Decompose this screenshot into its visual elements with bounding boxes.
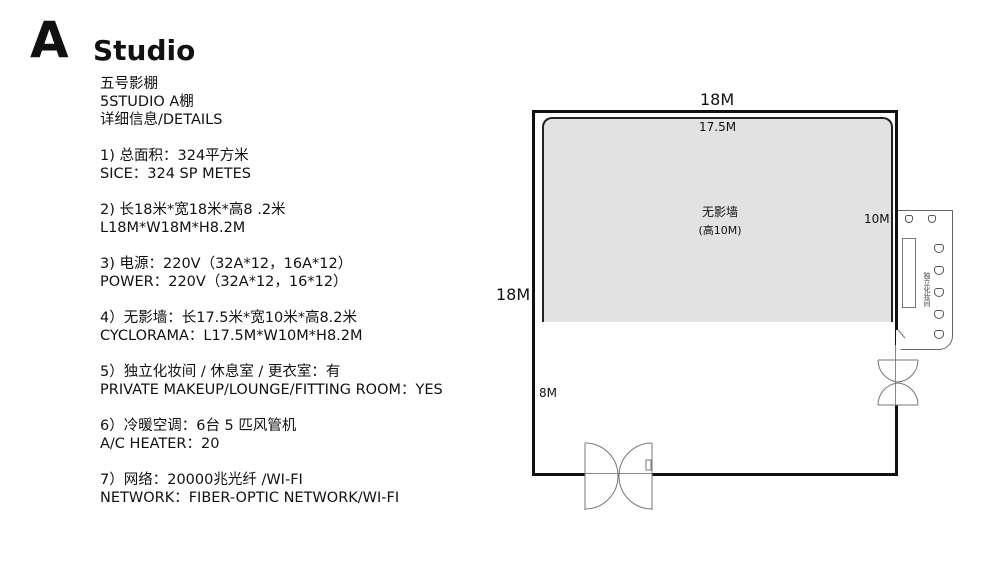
detail-cn: 7）网络：20000兆光纤 /WI-FI	[100, 472, 303, 488]
remaining-depth-label: 8M	[539, 386, 557, 400]
studio-name-cn: 五号影棚	[100, 76, 158, 92]
detail-cn: 3) 电源：220V（32A*12，16A*12）	[100, 256, 353, 272]
detail-en: PRIVATE MAKEUP/LOUNGE/FITTING ROOM：YES	[100, 382, 443, 398]
chair-icon	[934, 266, 944, 275]
detail-item: 3) 电源：220V（32A*12，16A*12） POWER：220V（32A…	[100, 255, 443, 291]
detail-cn: 5）独立化妆间 / 休息室 / 更衣室：有	[100, 364, 341, 380]
detail-en: SICE：324 SP METES	[100, 166, 252, 182]
makeup-room-annex	[898, 210, 953, 350]
details-label: 详细信息/DETAILS	[100, 112, 223, 128]
detail-en: NETWORK：FIBER-OPTIC NETWORK/WI-FI	[100, 490, 400, 506]
studio-name-en: 5STUDIO A棚	[100, 94, 194, 110]
detail-item: 6）冷暖空调：6台 5 匹风管机 A/C HEATER：20	[100, 417, 443, 453]
detail-item: 2) 长18米*宽18米*高8 .2米 L18M*W18M*H8.2M	[100, 201, 443, 237]
cyc-width-label: 17.5M	[699, 120, 737, 134]
cyc-depth-label: 10M	[864, 212, 890, 226]
cyclorama-area	[542, 117, 893, 322]
chair-icon	[934, 310, 944, 319]
title-letter: A	[30, 11, 69, 69]
sink-icon	[928, 215, 936, 223]
top-width-label: 18M	[700, 90, 735, 109]
chair-icon	[934, 288, 944, 297]
right-door-icon	[877, 359, 919, 406]
detail-item: 7）网络：20000兆光纤 /WI-FI NETWORK：FIBER-OPTIC…	[100, 471, 443, 507]
cyc-height: (高10M)	[698, 224, 742, 237]
annex-partition	[902, 238, 916, 308]
detail-cn: 6）冷暖空调：6台 5 匹风管机	[100, 418, 297, 434]
details-panel: 五号影棚 5STUDIO A棚 详细信息/DETAILS 1) 总面积：324平…	[100, 75, 443, 525]
detail-item: 1) 总面积：324平方米 SICE：324 SP METES	[100, 147, 443, 183]
detail-en: A/C HEATER：20	[100, 436, 220, 452]
detail-item: 5）独立化妆间 / 休息室 / 更衣室：有 PRIVATE MAKEUP/LOU…	[100, 363, 443, 399]
toilet-icon	[905, 215, 913, 223]
detail-cn: 2) 长18米*宽18米*高8 .2米	[100, 202, 286, 218]
detail-cn: 1) 总面积：324平方米	[100, 148, 249, 164]
bottom-door-icon	[584, 442, 653, 510]
detail-en: POWER：220V（32A*12，16*12）	[100, 274, 348, 290]
chair-icon	[934, 330, 944, 339]
cyc-name: 无影墙	[701, 205, 738, 219]
left-height-label: 18M	[496, 285, 531, 304]
detail-en: L18M*W18M*H8.2M	[100, 220, 246, 236]
detail-item: 4）无影墙：长17.5米*宽10米*高8.2米 CYCLORAMA：L17.5M…	[100, 309, 443, 345]
title-word: Studio	[93, 34, 196, 67]
detail-en: CYCLORAMA：L17.5M*W10M*H8.2M	[100, 328, 363, 344]
studio-outline	[532, 110, 898, 476]
annex-label: 独立化妆间	[923, 272, 931, 307]
chair-icon	[934, 244, 944, 253]
detail-cn: 4）无影墙：长17.5米*宽10米*高8.2米	[100, 310, 358, 326]
